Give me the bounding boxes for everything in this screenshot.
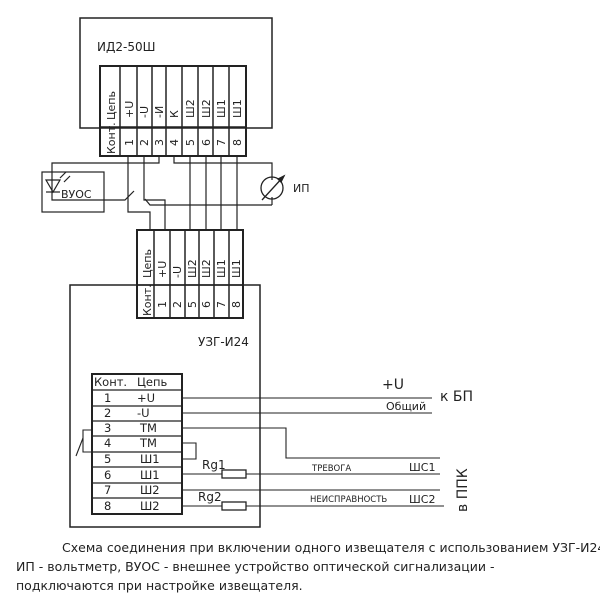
- uzg-row-circuit: Ш1: [140, 468, 160, 482]
- detector-pin-circuit: +U: [123, 101, 136, 118]
- fault-label: НЕИСПРАВНОСТЬ: [310, 495, 387, 505]
- uzg-row-contact: 5: [104, 452, 111, 466]
- uzg-terminal-table: [91, 373, 183, 515]
- detector-pin-contact: 3: [153, 139, 166, 146]
- uzg-conn-pin-circuit: Ш1: [230, 259, 243, 278]
- detector-pin-circuit: -И: [153, 106, 166, 118]
- uzg-conn-pin-contact: 5: [186, 301, 199, 308]
- caption-line-2: ИП - вольтметр, ВУОС - внешнее устройств…: [16, 559, 495, 574]
- detector-header-contact: Конт.: [105, 122, 118, 154]
- uzg-body: [69, 284, 261, 528]
- detector-body: [79, 17, 273, 129]
- detector-pin-contact: 7: [215, 139, 228, 146]
- voltmeter-icon: [260, 174, 286, 201]
- detector-pin-circuit: К: [168, 110, 181, 118]
- led-icon: [44, 171, 71, 194]
- detector-pin-circuit: Ш1: [231, 99, 244, 118]
- to-psu-label: к БП: [440, 389, 473, 405]
- uzg-row-circuit: ТМ: [139, 436, 157, 450]
- common-label: Общий: [386, 400, 426, 413]
- detector-name: ИД2-50Ш: [97, 40, 155, 54]
- detector-pin-contact: 6: [200, 139, 213, 146]
- uzg-conn-pin-contact: 7: [215, 301, 228, 308]
- uzg-row-contact: 1: [104, 391, 111, 405]
- detector-pin-circuit: Ш2: [200, 99, 213, 118]
- uzg-table-header-circuit: Цепь: [137, 375, 168, 389]
- uzg-row-contact: 2: [104, 406, 111, 420]
- uzg-conn-pin-circuit: Ш2: [200, 259, 213, 278]
- loop2-label: ШС2: [409, 493, 435, 506]
- uzg-table-header-contact: Конт.: [94, 375, 127, 389]
- uzg-conn-header-contact: Конт.: [141, 284, 154, 316]
- uzg-name: УЗГ-И24: [198, 335, 249, 349]
- detector-pin-contact: 5: [184, 139, 197, 146]
- detector-pin-circuit: Ш2: [184, 99, 197, 118]
- uzg-row-circuit: Ш1: [140, 452, 160, 466]
- uzg-row-contact: 7: [104, 483, 111, 497]
- uzg-conn-pin-contact: 6: [200, 301, 213, 308]
- detector-pin-circuit: -U: [138, 106, 151, 118]
- uzg-row-contact: 4: [104, 436, 111, 450]
- detector-pin-contact: 8: [231, 139, 244, 146]
- uzg-conn-pin-circuit: -U: [171, 266, 184, 278]
- plus-u-label: +U: [382, 377, 404, 393]
- loop1-label: ШС1: [409, 461, 435, 474]
- caption: Схема соединения при включении одного из…: [0, 538, 600, 595]
- uzg-conn-pin-circuit: Ш1: [215, 259, 228, 278]
- caption-line-3: подключаются при настройке извещателя.: [16, 578, 303, 593]
- output-wires: [182, 397, 444, 507]
- uzg-conn-pin-contact: 2: [171, 301, 184, 308]
- uzg-conn-pin-circuit: +U: [156, 261, 169, 278]
- detector-wires: [51, 156, 273, 230]
- detector-pin-contact: 2: [138, 139, 151, 146]
- uzg-conn-pin-contact: 8: [230, 301, 243, 308]
- detector-pin-contact: 1: [123, 139, 136, 146]
- uzg-row-contact: 6: [104, 468, 111, 482]
- uzg-row-circuit: +U: [137, 391, 155, 405]
- uzg-row-contact: 8: [104, 499, 111, 513]
- ip-label: ИП: [293, 182, 310, 195]
- uzg-row-circuit: -U: [137, 406, 150, 420]
- uzg-conn-header-circuit: Цепь: [141, 249, 154, 278]
- detector-header-circuit: Цепь: [105, 91, 118, 120]
- caption-line-1: Схема соединения при включении одного из…: [62, 540, 600, 555]
- resistor-rg1: [221, 469, 247, 479]
- uzg-conn-pin-circuit: Ш2: [186, 259, 199, 278]
- detector-connector: [99, 65, 247, 157]
- detector-pin-circuit: Ш1: [215, 99, 228, 118]
- rg1-label: Rg1: [202, 458, 226, 472]
- alarm-label: ТРЕВОГА: [311, 464, 351, 474]
- uzg-row-circuit: ТМ: [139, 421, 157, 435]
- resistor-rg2: [221, 501, 247, 511]
- detector-pin-contact: 4: [168, 139, 181, 146]
- rg2-label: Rg2: [198, 490, 222, 504]
- uzg-row-circuit: Ш2: [140, 483, 160, 497]
- to-panel-label: в ППК: [455, 468, 471, 512]
- uzg-row-contact: 3: [104, 421, 111, 435]
- uzg-conn-pin-contact: 1: [156, 301, 169, 308]
- vuos-label: ВУОС: [61, 188, 92, 201]
- vuos-box: [41, 171, 105, 213]
- uzg-row-circuit: Ш2: [140, 499, 160, 513]
